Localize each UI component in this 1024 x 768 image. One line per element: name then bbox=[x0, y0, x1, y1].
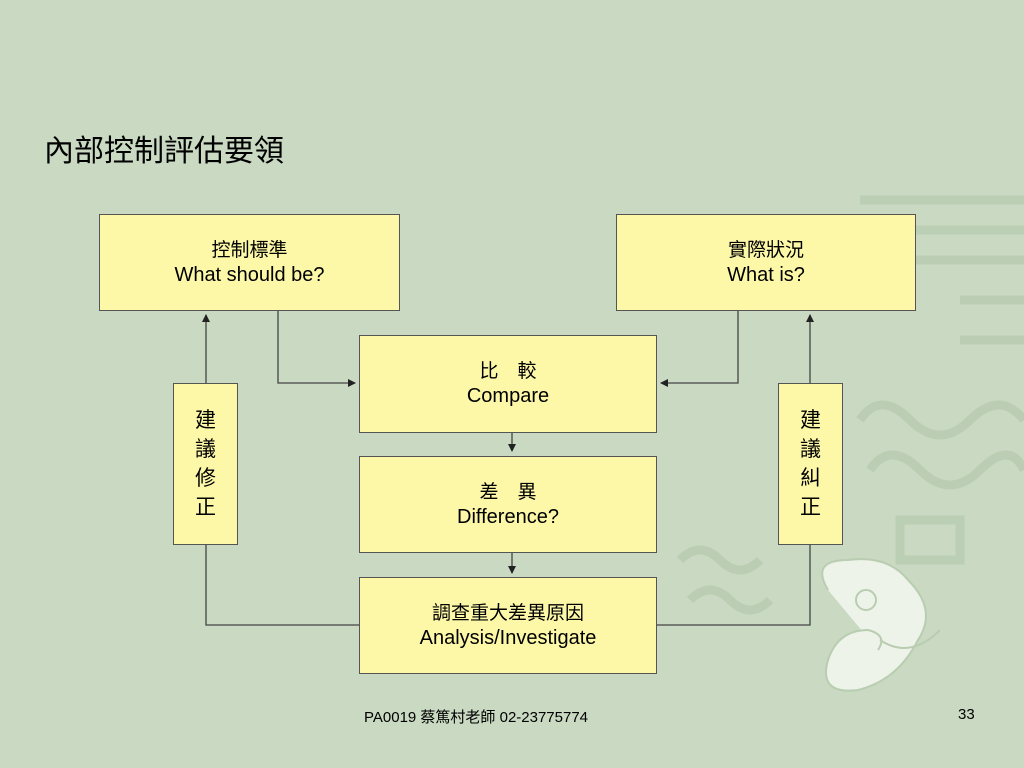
actual-status-en: What is? bbox=[727, 263, 805, 286]
suggest-revise-char: 正 bbox=[195, 495, 216, 519]
connector-analysis-to-revise bbox=[205, 545, 359, 626]
suggest-correct-char: 議 bbox=[800, 437, 821, 461]
analysis-zh: 調查重大差異原因 bbox=[431, 601, 584, 624]
analysis-box: 調查重大差異原因 Analysis/Investigate bbox=[359, 577, 657, 674]
suggest-correct-box: 建 議 糾 正 bbox=[778, 383, 843, 545]
suggest-correct-char: 糾 bbox=[800, 466, 821, 490]
slide-title: 內部控制評估要領 bbox=[44, 134, 284, 169]
compare-box: 比 較 Compare bbox=[359, 335, 657, 433]
slide-footer: PA0019 蔡篤村老師 02-23775774 bbox=[364, 709, 589, 726]
analysis-en: Analysis/Investigate bbox=[419, 626, 597, 649]
connector-standard-to-compare bbox=[277, 311, 356, 387]
compare-en: Compare bbox=[466, 385, 550, 407]
suggest-correct-char: 正 bbox=[800, 495, 821, 519]
control-standard-zh: 控制標準 bbox=[211, 238, 288, 261]
actual-status-zh: 實際狀況 bbox=[727, 238, 804, 261]
jade-dragon-emblem bbox=[821, 558, 941, 692]
suggest-correct-char: 建 bbox=[800, 408, 821, 432]
page-number: 33 bbox=[958, 706, 975, 723]
suggest-revise-char: 修 bbox=[195, 466, 216, 490]
difference-en: Difference? bbox=[457, 505, 559, 528]
connector-actual-to-compare bbox=[660, 311, 739, 387]
control-standard-box: 控制標準 What should be? bbox=[99, 214, 400, 311]
control-standard-en: What should be? bbox=[174, 263, 325, 286]
difference-box: 差 異 Difference? bbox=[359, 456, 657, 553]
actual-status-box: 實際狀況 What is? bbox=[616, 214, 916, 311]
suggest-revise-box: 建 議 修 正 bbox=[173, 383, 238, 545]
suggest-revise-char: 建 bbox=[195, 408, 216, 432]
connector-analysis-to-correct bbox=[657, 545, 811, 626]
difference-zh: 差 異 bbox=[479, 480, 537, 503]
compare-zh: 比 較 bbox=[479, 360, 537, 382]
suggest-revise-char: 議 bbox=[195, 437, 216, 461]
